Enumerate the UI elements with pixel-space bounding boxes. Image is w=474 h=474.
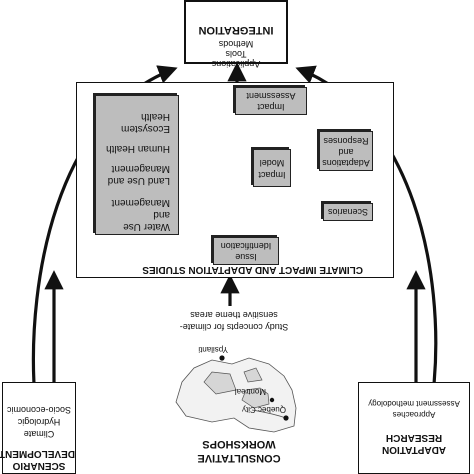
point-ypsilanti: [219, 355, 225, 361]
land-outline: [175, 357, 297, 433]
point-montreal: [269, 397, 275, 403]
lake-2: [203, 371, 237, 395]
point-quebec-city: [283, 415, 289, 421]
place-ypsilanti: Ypsilanti: [198, 345, 228, 354]
lake-3: [243, 367, 263, 383]
place-montreal: Montreal: [234, 387, 266, 396]
lake-1: [241, 387, 270, 409]
study-text-line1: Study concepts for climate-: [179, 322, 289, 332]
river: [251, 409, 287, 419]
place-quebec-city: Quebec City: [241, 405, 286, 414]
study-text-line2: sensitive theme areas: [190, 310, 278, 320]
